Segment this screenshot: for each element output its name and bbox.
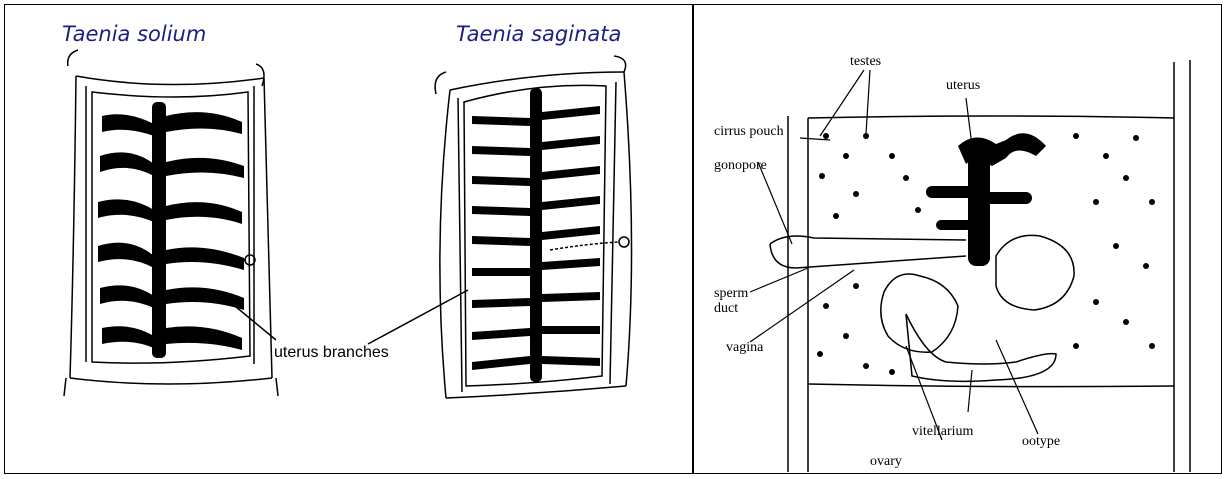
proglottid-drawings bbox=[6, 6, 690, 472]
strobila-outline bbox=[808, 62, 1174, 472]
uterus-label: uterus bbox=[946, 78, 980, 93]
vitellarium-outline bbox=[906, 314, 1056, 381]
testes-label: testes bbox=[850, 54, 881, 69]
cirrus-pouch bbox=[770, 236, 966, 244]
panel-divider bbox=[692, 4, 694, 474]
proglottid-anatomy-drawing bbox=[696, 6, 1220, 472]
taenia-solium-proglottid bbox=[64, 50, 278, 396]
duct-label: duct bbox=[714, 301, 738, 316]
taenia-comparison-panel: Taenia solium Taenia saginata uterus bra… bbox=[6, 6, 690, 472]
taenia-saginata-uterus bbox=[472, 88, 600, 382]
vitellarium-label: vitellarium bbox=[912, 424, 973, 439]
taenia-solium-uterus bbox=[98, 102, 244, 358]
sperm-label: sperm bbox=[714, 286, 748, 301]
vagina-label: vagina bbox=[726, 340, 763, 355]
ootype-label: ootype bbox=[1022, 434, 1060, 449]
proglottid-anatomy-panel: testes uterus cirrus pouch gonopore sper… bbox=[696, 6, 1220, 472]
ovary-label: ovary bbox=[870, 454, 902, 469]
leader-lines bbox=[750, 70, 1038, 440]
cirrus-pouch-label: cirrus pouch bbox=[714, 124, 784, 139]
gonopore-label: gonopore bbox=[714, 158, 767, 173]
uterus-branch-pointer-saginata bbox=[368, 290, 468, 344]
uterus-shape bbox=[926, 133, 1046, 266]
